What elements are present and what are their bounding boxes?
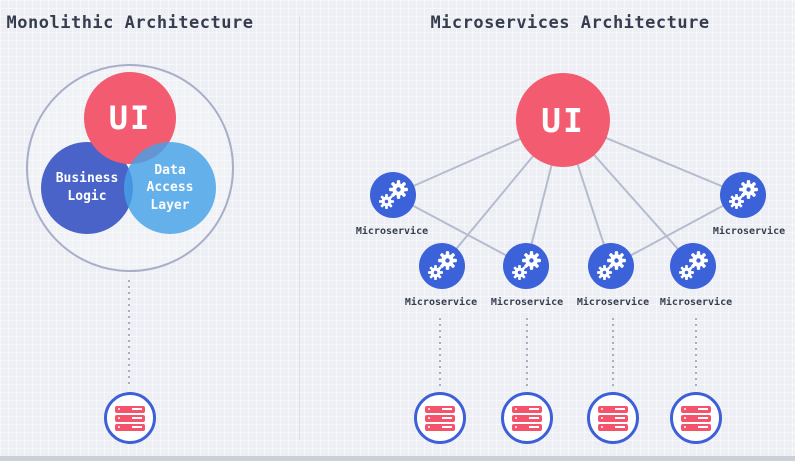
db-rack-bar <box>115 423 145 431</box>
db-rack-bar <box>681 405 711 413</box>
microservice-label-3: Microservice <box>490 297 564 308</box>
microservices-title: Microservices Architecture <box>430 13 710 33</box>
microservice-circle-1 <box>370 172 416 218</box>
db-dotted-line <box>526 318 528 386</box>
microservice-circle-4 <box>588 243 634 289</box>
db-dotted-line <box>612 318 614 386</box>
db-rack-bar <box>425 414 455 422</box>
microservice-label-1: Microservice <box>355 226 429 237</box>
panel-divider <box>299 16 300 440</box>
gears-icon <box>378 180 408 210</box>
database-icon <box>587 392 639 444</box>
db-rack-bar <box>115 405 145 413</box>
db-rack-bar <box>512 414 542 422</box>
database-icon <box>104 392 156 444</box>
db-dotted-line <box>695 318 697 386</box>
monolith-ui-label: UI <box>108 99 152 137</box>
monolith-db-dotted-line <box>128 280 130 388</box>
db-rack-bar <box>512 405 542 413</box>
database-icon <box>501 392 553 444</box>
db-rack-bar <box>425 405 455 413</box>
microservice-label-5: Microservice <box>659 297 733 308</box>
microservice-circle-3 <box>503 243 549 289</box>
gears-icon <box>678 251 708 281</box>
microservice-label-6: Microservice <box>712 226 786 237</box>
data-access-layer-label: Data Access Layer <box>146 162 194 213</box>
db-rack-bar <box>598 423 628 431</box>
db-rack-bar <box>425 423 455 431</box>
db-rack-bar <box>512 423 542 431</box>
microservice-circle-6 <box>720 172 766 218</box>
monolithic-title: Monolithic Architecture <box>6 13 254 33</box>
gears-icon <box>728 180 758 210</box>
business-logic-label: Business Logic <box>55 171 119 204</box>
microservices-ui-circle: UI <box>516 73 610 167</box>
microservice-circle-2 <box>419 243 465 289</box>
db-dotted-line <box>439 318 441 386</box>
db-rack-bar <box>115 414 145 422</box>
data-access-layer-circle: Data Access Layer <box>124 142 216 234</box>
microservice-label-2: Microservice <box>404 297 478 308</box>
database-icon <box>414 392 466 444</box>
gears-icon <box>427 251 457 281</box>
gears-icon <box>511 251 541 281</box>
bottom-strip <box>0 456 795 461</box>
database-icon <box>670 392 722 444</box>
gears-icon <box>596 251 626 281</box>
db-rack-bar <box>598 405 628 413</box>
microservice-label-4: Microservice <box>576 297 650 308</box>
db-rack-bar <box>598 414 628 422</box>
db-rack-bar <box>681 414 711 422</box>
business-logic-circle: Business Logic <box>41 142 133 234</box>
db-rack-bar <box>681 423 711 431</box>
microservice-circle-5 <box>670 243 716 289</box>
microservices-ui-label: UI <box>541 100 585 140</box>
